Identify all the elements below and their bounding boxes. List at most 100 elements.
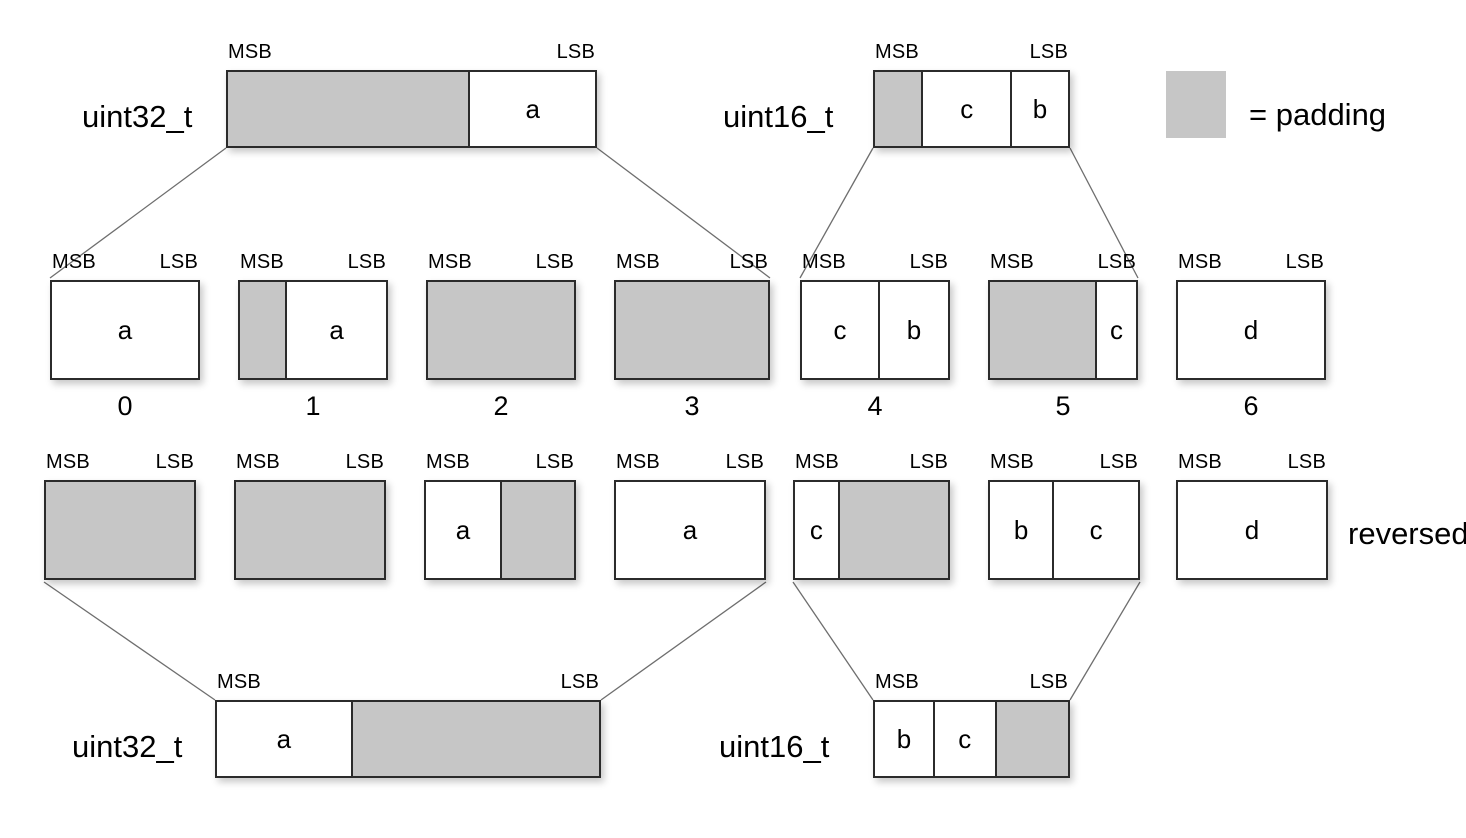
byte-box-1-segment-a: a xyxy=(285,282,386,378)
byte-box-5-msb-cap: MSB xyxy=(990,251,1034,273)
byte-box-0-msb-cap: MSB xyxy=(52,251,96,273)
bottom-uint32-msb-cap: MSB xyxy=(217,671,261,693)
byte-box-3-msb-cap: MSB xyxy=(616,251,660,273)
bottom-uint32-segment-a: a xyxy=(217,702,351,776)
reversed-byte-box-4-segment-c: c xyxy=(795,482,838,578)
reversed-byte-box-2-msb-cap: MSB xyxy=(426,451,470,473)
reversed-byte-box-6-lsb-cap: LSB xyxy=(1287,451,1326,473)
bottom-uint32: a xyxy=(215,700,601,778)
rev4-to-bot16-left xyxy=(792,581,874,701)
byte-index-0: 0 xyxy=(117,391,133,421)
byte-box-1-lsb-cap: LSB xyxy=(347,251,386,273)
byte-index-4: 4 xyxy=(867,391,883,421)
reversed-byte-box-5-segment-b: b xyxy=(990,482,1053,578)
reversed-byte-box-5-segment-c: c xyxy=(1052,482,1138,578)
byte-index-5: 5 xyxy=(1055,391,1071,421)
top-uint32-msb-cap: MSB xyxy=(228,41,272,63)
top-uint32: a xyxy=(226,70,597,148)
reversed-byte-box-6: d xyxy=(1176,480,1328,580)
byte-box-6-segment-d: d xyxy=(1178,282,1324,378)
rev5-to-bot16-right xyxy=(1069,581,1141,701)
top-uint32-segment-a: a xyxy=(468,72,595,146)
top-uint32-segment-padding xyxy=(228,72,469,146)
rev0-to-bot32-left xyxy=(43,581,216,701)
bottom-uint16-lsb-cap: LSB xyxy=(1029,671,1068,693)
reversed-byte-box-1 xyxy=(234,480,386,580)
byte-box-2-msb-cap: MSB xyxy=(428,251,472,273)
bottom-uint16-segment-b: b xyxy=(875,702,933,776)
top-uint32-label: uint32_t xyxy=(82,99,193,134)
reversed-byte-box-1-lsb-cap: LSB xyxy=(345,451,384,473)
byte-index-6: 6 xyxy=(1243,391,1259,421)
reversed-byte-box-0-segment-padding xyxy=(46,482,194,578)
top-uint16-msb-cap: MSB xyxy=(875,41,919,63)
reversed-byte-box-3-lsb-cap: LSB xyxy=(725,451,764,473)
top-uint16-segment-b: b xyxy=(1010,72,1068,146)
reversed-byte-box-2: a xyxy=(424,480,576,580)
bottom-uint32-segment-padding xyxy=(350,702,599,776)
reversed-byte-box-0-msb-cap: MSB xyxy=(46,451,90,473)
bottom-uint16-msb-cap: MSB xyxy=(875,671,919,693)
byte-box-3-segment-padding xyxy=(616,282,768,378)
reversed-byte-box-5-lsb-cap: LSB xyxy=(1099,451,1138,473)
top-uint32-lsb-cap: LSB xyxy=(556,41,595,63)
byte-box-5-segment-padding xyxy=(990,282,1096,378)
reversed-byte-box-5-msb-cap: MSB xyxy=(990,451,1034,473)
byte-box-4-lsb-cap: LSB xyxy=(909,251,948,273)
byte-box-6-msb-cap: MSB xyxy=(1178,251,1222,273)
byte-box-3-lsb-cap: LSB xyxy=(729,251,768,273)
reversed-byte-box-2-lsb-cap: LSB xyxy=(535,451,574,473)
rev3-to-bot32-right xyxy=(600,581,767,701)
reversed-byte-box-0-lsb-cap: LSB xyxy=(155,451,194,473)
bottom-uint32-label: uint32_t xyxy=(72,729,183,764)
reversed-byte-box-1-segment-padding xyxy=(236,482,384,578)
reversed-byte-box-3-segment-a: a xyxy=(616,482,764,578)
byte-box-0-lsb-cap: LSB xyxy=(159,251,198,273)
byte-box-2-segment-padding xyxy=(428,282,574,378)
byte-box-0: a xyxy=(50,280,200,380)
byte-box-1: a xyxy=(238,280,388,380)
byte-index-1: 1 xyxy=(305,391,321,421)
reversed-byte-box-6-msb-cap: MSB xyxy=(1178,451,1222,473)
bottom-uint16-segment-c: c xyxy=(932,702,995,776)
byte-box-5-lsb-cap: LSB xyxy=(1097,251,1136,273)
byte-index-3: 3 xyxy=(684,391,700,421)
reversed-byte-box-4-msb-cap: MSB xyxy=(795,451,839,473)
top-uint16-segment-c: c xyxy=(921,72,1011,146)
reversed-byte-box-4-segment-padding xyxy=(837,482,948,578)
byte-box-2-lsb-cap: LSB xyxy=(535,251,574,273)
byte-box-1-segment-padding xyxy=(240,282,286,378)
top-uint16-label: uint16_t xyxy=(723,99,834,134)
byte-box-6-lsb-cap: LSB xyxy=(1285,251,1324,273)
reversed-byte-box-2-segment-a: a xyxy=(426,482,500,578)
byte-box-6: d xyxy=(1176,280,1326,380)
bottom-uint16-label: uint16_t xyxy=(719,729,830,764)
byte-box-2 xyxy=(426,280,576,380)
bottom-uint32-lsb-cap: LSB xyxy=(560,671,599,693)
reversed-byte-box-0 xyxy=(44,480,196,580)
byte-box-4-msb-cap: MSB xyxy=(802,251,846,273)
byte-box-4-segment-b: b xyxy=(877,282,948,378)
reversed-byte-box-3-msb-cap: MSB xyxy=(616,451,660,473)
reversed-byte-box-2-segment-padding xyxy=(500,482,574,578)
byte-box-4-segment-c: c xyxy=(802,282,878,378)
legend-padding-swatch xyxy=(1166,71,1226,138)
byte-box-3 xyxy=(614,280,770,380)
top-uint16-lsb-cap: LSB xyxy=(1029,41,1068,63)
legend-padding-label: = padding xyxy=(1249,97,1387,132)
byte-box-0-segment-a: a xyxy=(52,282,198,378)
reversed-byte-box-6-segment-d: d xyxy=(1178,482,1326,578)
byte-index-2: 2 xyxy=(493,391,509,421)
reversed-byte-box-1-msb-cap: MSB xyxy=(236,451,280,473)
reversed-label: reversed xyxy=(1348,516,1466,551)
byte-box-5: c xyxy=(988,280,1138,380)
top-uint16-segment-padding xyxy=(875,72,922,146)
byte-box-1-msb-cap: MSB xyxy=(240,251,284,273)
reversed-byte-box-3: a xyxy=(614,480,766,580)
bottom-uint16-segment-padding xyxy=(994,702,1068,776)
reversed-byte-box-4: c xyxy=(793,480,950,580)
